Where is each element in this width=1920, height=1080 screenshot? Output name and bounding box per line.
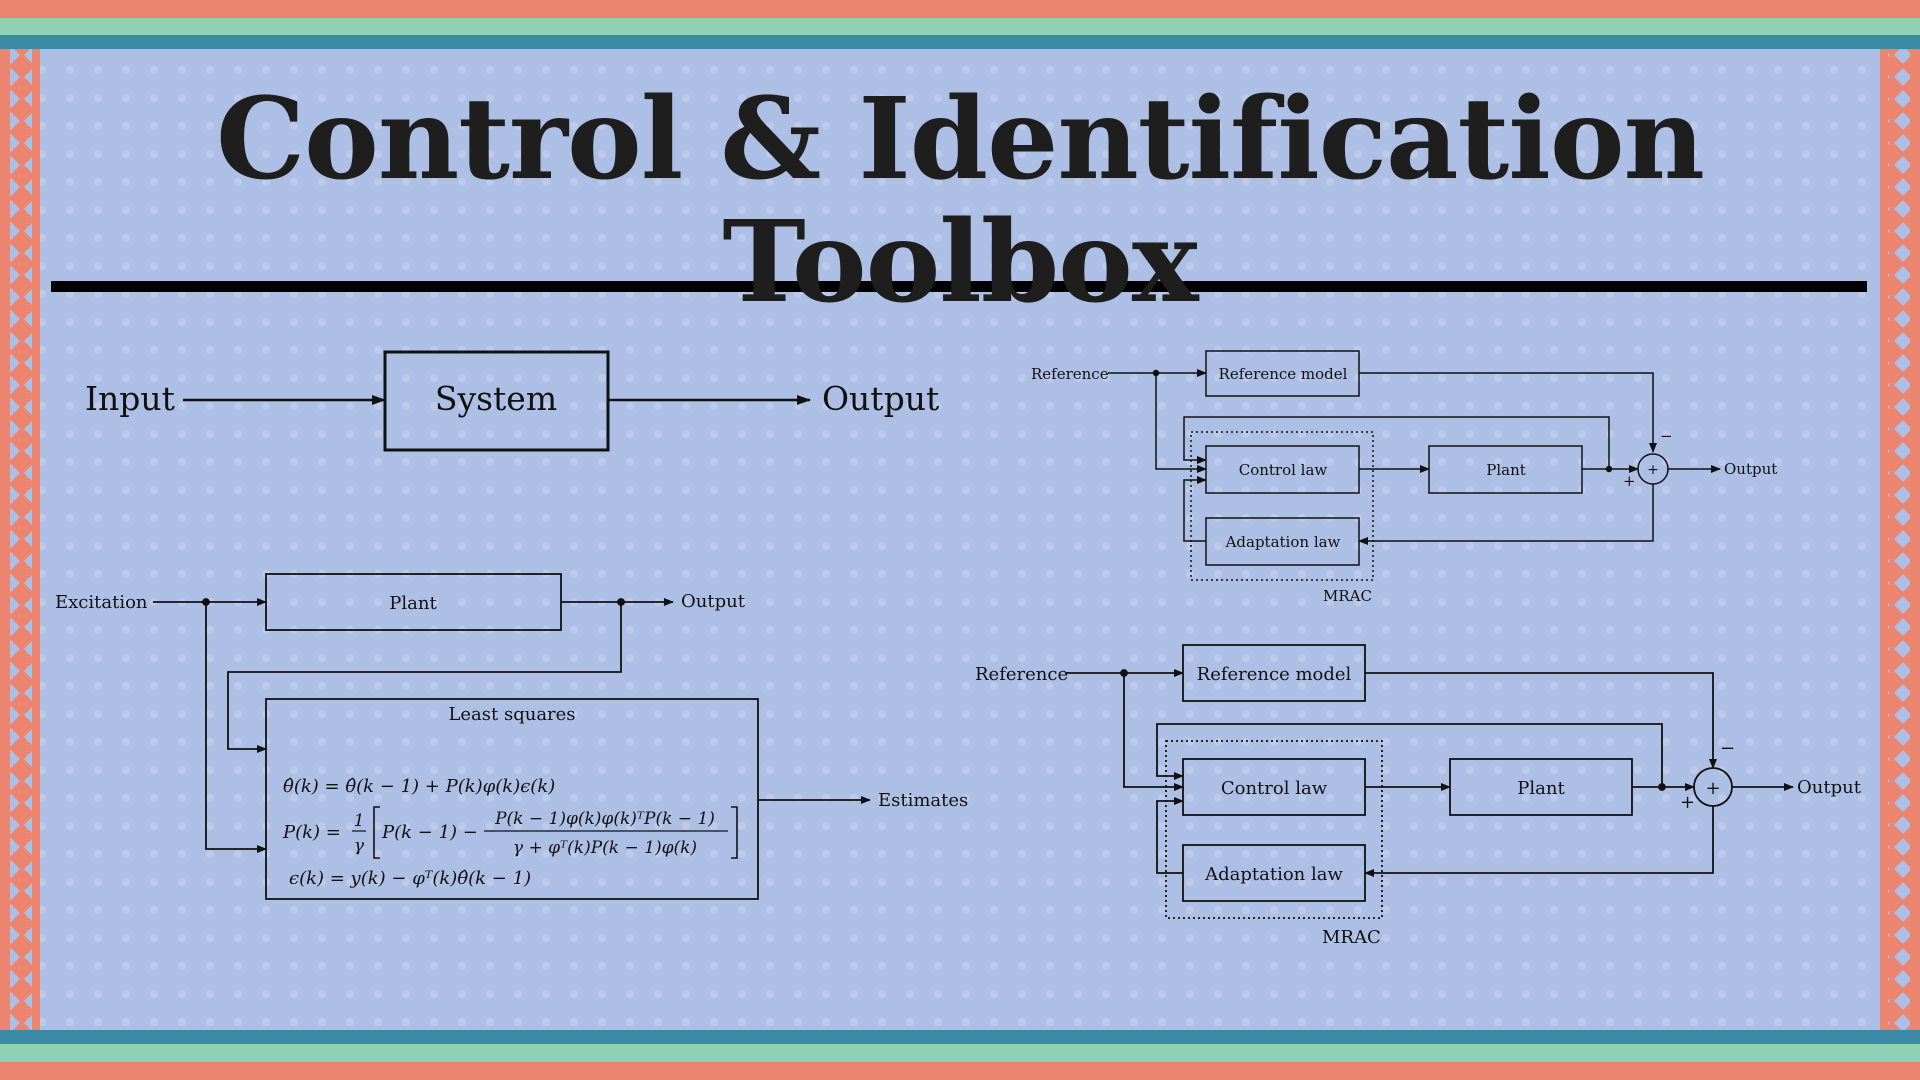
small-reference-model-label: Reference model xyxy=(1219,365,1348,383)
output-label: Output xyxy=(822,379,939,418)
small-adaptation-to-control xyxy=(1183,476,1207,542)
system-label: System xyxy=(435,379,557,418)
large-mrac-group xyxy=(1165,740,1383,919)
large-adaptation-to-control xyxy=(1156,797,1184,874)
title-divider xyxy=(51,281,1867,292)
least-squares-diagram xyxy=(153,573,871,900)
small-refmodel-to-sum xyxy=(1359,372,1657,453)
small-mrac-label: MRAC xyxy=(1323,587,1372,605)
large-ref-to-control xyxy=(1123,673,1184,791)
ls-output-label: Output xyxy=(681,591,746,612)
large-reference-label: Reference xyxy=(975,664,1068,685)
mrac-small-diagram xyxy=(1108,350,1721,581)
small-error-to-adaptation xyxy=(1358,484,1654,545)
p-update-inner-left: P(k − 1) − xyxy=(381,822,478,843)
large-reference-model-label: Reference model xyxy=(1197,664,1352,685)
excitation-feed-path xyxy=(205,602,267,853)
dot-texture xyxy=(40,48,1880,1030)
small-mrac-group xyxy=(1190,431,1374,581)
large-adaptation-law-label: Adaptation law xyxy=(1204,864,1343,885)
top-border-stripes xyxy=(0,0,1920,49)
large-mrac-label: MRAC xyxy=(1322,927,1381,948)
poster-title: Control & Identification Toolbox xyxy=(216,74,1705,329)
large-plant-feedback xyxy=(1156,723,1663,787)
right-bracket xyxy=(731,806,738,859)
small-minus-sign: − xyxy=(1660,427,1673,445)
small-reference-label: Reference xyxy=(1031,365,1109,383)
small-ref-to-control xyxy=(1155,373,1207,473)
p-update-frac-num: 1 xyxy=(354,811,365,831)
p-update-inner-den: γ + φᵀ(k)P(k − 1)φ(k) xyxy=(513,838,697,858)
output-feedback-path xyxy=(227,602,622,753)
small-plus-sign: + xyxy=(1623,472,1636,490)
error-equation: ϵ(k) = y(k) − φᵀ(k)θ̂(k − 1) xyxy=(289,868,531,889)
large-plus-sign: + xyxy=(1680,792,1695,813)
large-error-to-adaptation xyxy=(1364,806,1714,877)
small-output-label: Output xyxy=(1724,460,1777,478)
estimates-label: Estimates xyxy=(878,790,968,811)
left-border-pattern xyxy=(0,49,40,1030)
theta-update-equation: θ̂(k) = θ̂(k − 1) + P(k)φ(k)ϵ(k) xyxy=(283,776,555,797)
small-plant-label: Plant xyxy=(1486,461,1526,479)
input-label: Input xyxy=(85,379,175,418)
p-update-lhs: P(k) = xyxy=(282,822,341,843)
ls-equations: θ̂(k) = θ̂(k − 1) + P(k)φ(k)ϵ(k) P(k) = … xyxy=(282,776,738,889)
large-control-law-label: Control law xyxy=(1221,778,1328,799)
left-bracket xyxy=(373,806,380,859)
mrac-large-diagram xyxy=(1066,644,1794,919)
large-minus-sign: − xyxy=(1720,738,1735,759)
small-sum-symbol: + xyxy=(1647,462,1659,478)
small-plant-feedback xyxy=(1183,416,1610,469)
least-squares-block xyxy=(265,698,759,900)
small-adaptation-law-label: Adaptation law xyxy=(1225,533,1341,551)
large-output-label: Output xyxy=(1797,777,1862,798)
excitation-label: Excitation xyxy=(55,592,148,613)
large-sum-symbol: + xyxy=(1705,778,1720,799)
p-update-inner-num: P(k − 1)φ(k)φ(k)ᵀP(k − 1) xyxy=(494,809,715,829)
large-refmodel-to-sum xyxy=(1365,672,1717,769)
simple-system-diagram xyxy=(183,350,811,452)
small-control-law-label: Control law xyxy=(1239,461,1328,479)
bottom-border-stripes xyxy=(0,1030,1920,1080)
least-squares-title: Least squares xyxy=(448,704,575,725)
p-update-frac-den: γ xyxy=(354,836,365,856)
ls-plant-label: Plant xyxy=(389,593,437,614)
large-plant-label: Plant xyxy=(1517,778,1565,799)
right-border-pattern xyxy=(1880,49,1920,1030)
